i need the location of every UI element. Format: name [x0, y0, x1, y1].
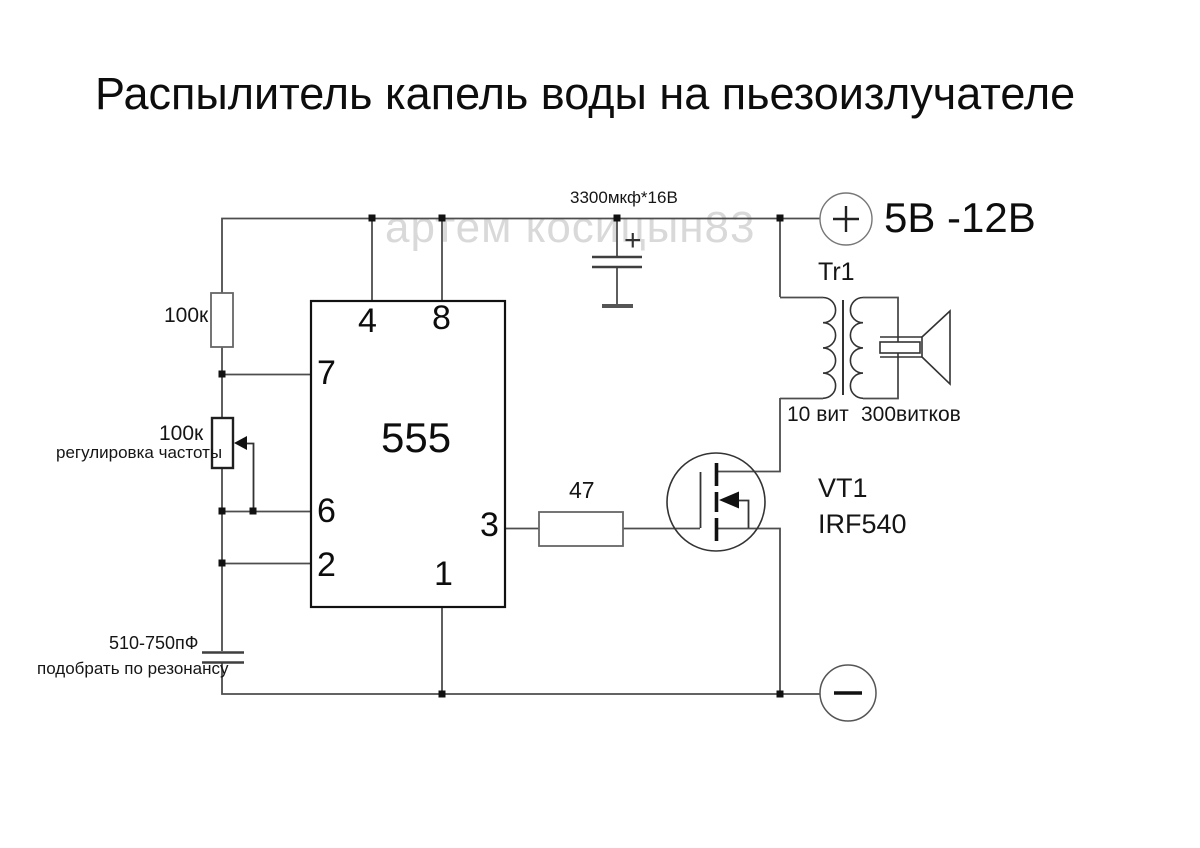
gate-resistor-value-label: 47	[569, 477, 595, 503]
ic-pin6-label: 6	[317, 492, 336, 530]
transformer-primary-winding	[822, 296, 837, 400]
potentiometer-wiper-icon	[234, 436, 247, 450]
ic-555-box	[309, 299, 507, 609]
schematic-title: Распылитель капель воды на пьезоизлучате…	[95, 68, 1076, 119]
filter-capacitor-symbol	[592, 255, 642, 308]
transformer-symbol	[822, 296, 864, 400]
ic-pin8-label: 8	[432, 299, 451, 337]
minus-terminal	[819, 664, 877, 722]
piezo-speaker-icon	[879, 309, 951, 386]
transformer-primary-turns-label: 10 вит	[787, 403, 849, 426]
resistor-r1-value-label: 100к	[164, 304, 209, 327]
circuit-wires	[221, 217, 899, 695]
ic-555-label: 555	[381, 414, 452, 461]
supply-voltage-label: 5В -12В	[884, 194, 1036, 241]
gate-resistor-box	[538, 511, 624, 547]
timing-capacitor-symbol	[202, 651, 244, 664]
transformer-secondary-turns-label: 300витков	[861, 403, 961, 426]
mosfet-symbol	[666, 452, 766, 552]
plus-terminal-icon	[833, 206, 859, 232]
resistor-r1-box	[210, 292, 234, 348]
mosfet-part-number-label: IRF540	[818, 509, 907, 539]
ic-pin3-label: 3	[480, 506, 499, 544]
timing-capacitor-value-label: 510-750пФ	[109, 633, 199, 653]
junction-dots	[218, 214, 784, 698]
transformer-secondary-winding	[849, 296, 864, 400]
filter-capacitor-polarity-mark: +	[624, 224, 642, 257]
potentiometer-symbol	[210, 416, 255, 511]
ic-pin2-label: 2	[317, 546, 336, 584]
mosfet-designator-label: VT1	[818, 473, 868, 503]
plus-terminal	[819, 192, 873, 246]
ic-pin1-label: 1	[434, 555, 453, 593]
ic-pin7-label: 7	[317, 354, 336, 392]
potentiometer-note-label: регулировка частоты	[56, 443, 223, 462]
mosfet-body-arrow-icon	[719, 491, 739, 509]
watermark-text: артем косицын83	[385, 203, 756, 252]
filter-capacitor-value-label: 3300мкф*16В	[570, 188, 678, 207]
transformer-designator-label: Tr1	[818, 258, 855, 286]
ic-pin4-label: 4	[358, 302, 377, 340]
timing-capacitor-note-label: подобрать по резонансу	[37, 659, 229, 678]
potentiometer-value-label: 100к	[159, 422, 204, 445]
